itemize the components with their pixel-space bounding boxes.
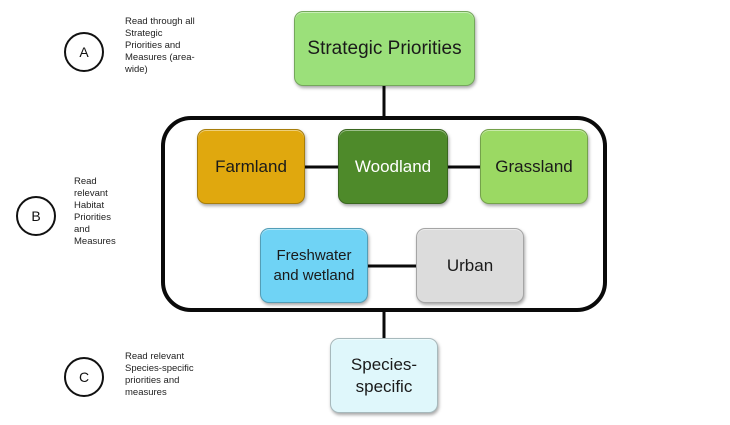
step-c-text: Read relevant Species-specific prioritie… bbox=[125, 351, 194, 398]
step-b-text: Read relevant Habitat Priorities and Mea… bbox=[74, 176, 116, 247]
node-farmland: Farmland bbox=[197, 129, 305, 204]
node-urban: Urban bbox=[416, 228, 524, 303]
step-a-text: Read through all Strategic Priorities an… bbox=[125, 16, 195, 75]
node-strategic-priorities: Strategic Priorities bbox=[294, 11, 475, 86]
node-grassland: Grassland bbox=[480, 129, 588, 204]
step-a-letter: A bbox=[79, 44, 89, 60]
step-c-letter: C bbox=[78, 369, 90, 385]
step-b-letter: B bbox=[31, 208, 41, 224]
habitat-group-frame bbox=[161, 116, 607, 312]
node-woodland: Woodland bbox=[338, 129, 448, 204]
step-c-circle: C bbox=[64, 357, 104, 397]
node-species-specific: Species- specific bbox=[330, 338, 438, 413]
step-a-circle: A bbox=[64, 32, 104, 72]
step-b-circle: B bbox=[16, 196, 56, 236]
node-freshwater-wetland: Freshwater and wetland bbox=[260, 228, 368, 303]
